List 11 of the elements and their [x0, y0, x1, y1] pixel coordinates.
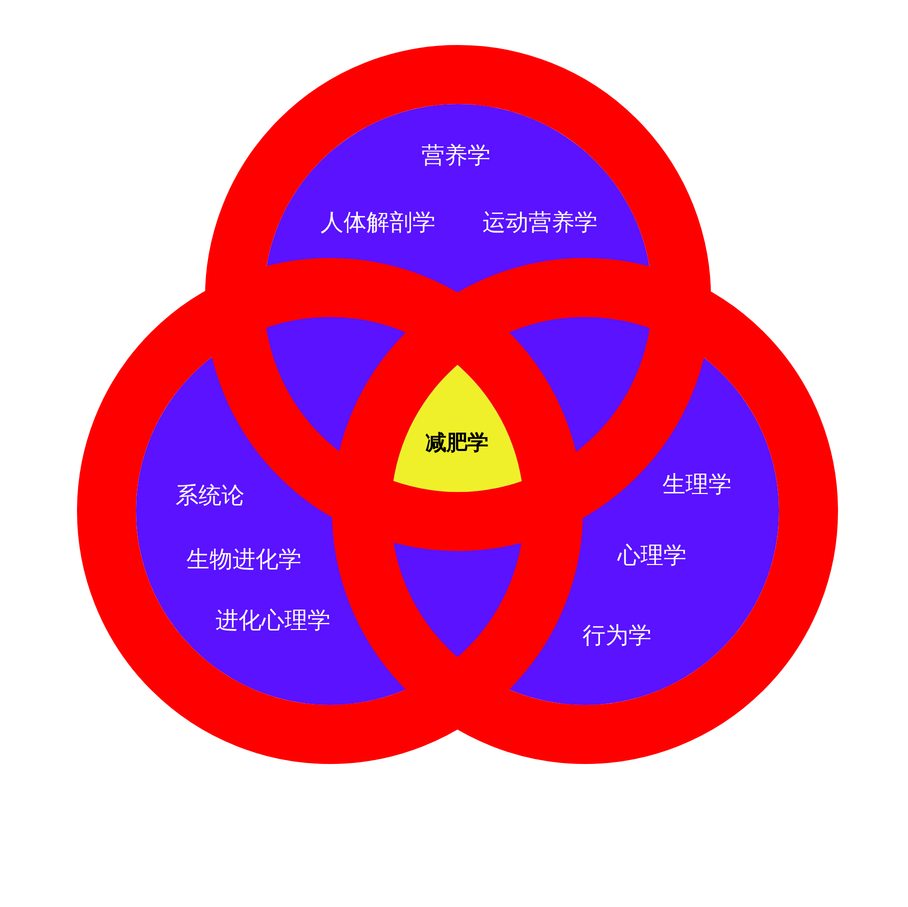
discipline-label: 系统论 — [176, 483, 244, 511]
discipline-label: 行为学 — [582, 623, 652, 651]
center-label: 减肥学 — [426, 430, 488, 456]
discipline-label: 心理学 — [618, 543, 686, 571]
discipline-label: 进化心理学 — [216, 608, 330, 636]
discipline-label: 运动营养学 — [482, 210, 598, 238]
discipline-label: 人体解剖学 — [320, 210, 436, 238]
discipline-label: 生物进化学 — [186, 547, 302, 575]
discipline-label: 生理学 — [662, 472, 732, 500]
discipline-label: 营养学 — [422, 143, 490, 171]
venn-circle — [332, 258, 838, 764]
